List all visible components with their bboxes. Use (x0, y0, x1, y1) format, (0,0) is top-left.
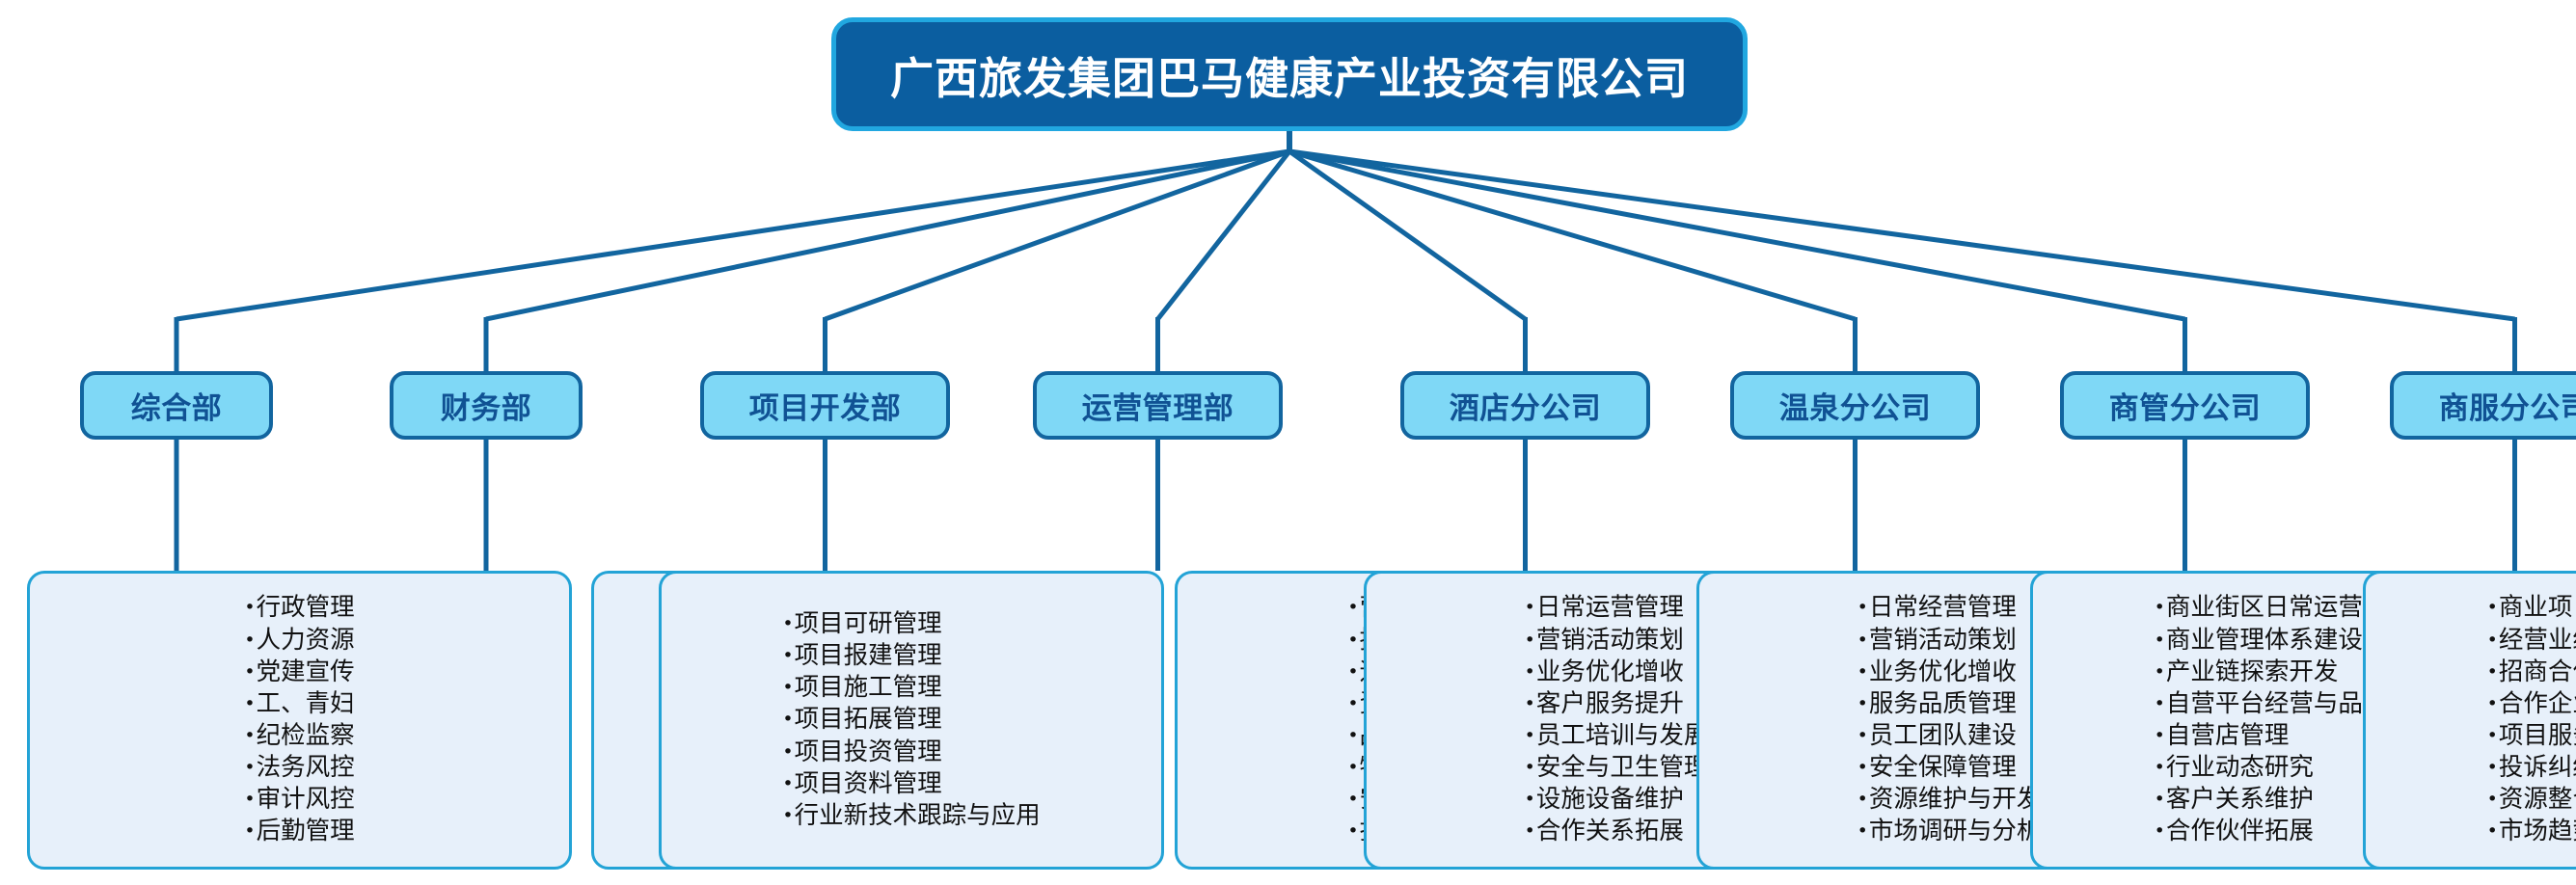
department-detail-box-3[interactable]: 项目可研管理项目报建管理项目施工管理项目拓展管理项目投资管理项目资料管理行业新技… (659, 571, 1164, 870)
responsibility-item: 项目报建管理 (782, 640, 1040, 672)
department-label: 运营管理部 (1081, 391, 1234, 426)
responsibility-item: 业务优化增收 (1525, 657, 1709, 688)
responsibility-item: 项目施工管理 (782, 672, 1040, 704)
responsibility-item: 安全与卫生管理 (1525, 752, 1709, 784)
department-label: 财务部 (440, 391, 532, 426)
department-label: 酒店分公司 (1449, 391, 1602, 426)
responsibility-item: 合作企业关系维护 (2487, 688, 2576, 720)
department-label: 商管分公司 (2108, 391, 2262, 426)
responsibility-item: 行政管理 (244, 592, 355, 624)
responsibility-item: 产业链探索开发 (2155, 657, 2437, 688)
responsibility-item: 招商合作企业评估 (2487, 657, 2576, 688)
department-node-1[interactable]: 综合部 (80, 371, 273, 440)
responsibility-item: 商业项目经营与归口管理 (2487, 592, 2576, 624)
responsibility-item: 市场调研与分析 (1857, 816, 2042, 847)
responsibility-item: 客户服务提升 (1525, 688, 1709, 720)
responsibility-item: 行业动态研究 (2155, 752, 2437, 784)
responsibility-item: 项目资料管理 (782, 768, 1040, 800)
department-node-8[interactable]: 商服分公司 (2390, 371, 2576, 440)
department-detail-box-8[interactable]: 商业项目经营与归口管理经营业绩监控与策略调整招商合作企业评估合作企业关系维护项目… (2363, 571, 2576, 870)
responsibility-list: 项目可研管理项目报建管理项目施工管理项目拓展管理项目投资管理项目资料管理行业新技… (782, 608, 1041, 832)
responsibility-list: 商业项目经营与归口管理经营业绩监控与策略调整招商合作企业评估合作企业关系维护项目… (2487, 592, 2576, 847)
department-label: 温泉分公司 (1778, 391, 1932, 426)
responsibility-list: 日常运营管理营销活动策划业务优化增收客户服务提升员工培训与发展安全与卫生管理设施… (1525, 592, 1709, 847)
responsibility-item: 投诉纠纷处理 (2487, 752, 2576, 784)
responsibility-item: 后勤管理 (244, 816, 355, 847)
responsibility-item: 员工培训与发展 (1525, 720, 1709, 752)
responsibility-item: 项目拓展管理 (782, 704, 1040, 736)
department-node-5[interactable]: 酒店分公司 (1400, 371, 1650, 440)
responsibility-item: 营销活动策划 (1857, 625, 2042, 657)
responsibility-list: 行政管理人力资源党建宣传工、青妇纪检监察法务风控审计风控后勤管理 (244, 592, 355, 847)
responsibility-item: 日常运营管理 (1525, 592, 1709, 624)
department-label: 项目开发部 (748, 391, 902, 426)
responsibility-item: 合作伙伴拓展 (2155, 816, 2437, 847)
department-node-2[interactable]: 财务部 (390, 371, 583, 440)
responsibility-item: 商业管理体系建设 (2155, 625, 2437, 657)
responsibility-item: 项目可研管理 (782, 608, 1040, 640)
department-node-6[interactable]: 温泉分公司 (1730, 371, 1980, 440)
responsibility-item: 安全保障管理 (1857, 752, 2042, 784)
responsibility-item: 员工团队建设 (1857, 720, 2042, 752)
responsibility-item: 自营店管理 (2155, 720, 2437, 752)
responsibility-item: 合作关系拓展 (1525, 816, 1709, 847)
responsibility-item: 客户关系维护 (2155, 784, 2437, 816)
responsibility-item: 工、青妇 (244, 688, 355, 720)
responsibility-item: 资源维护与开发 (1857, 784, 2042, 816)
responsibility-item: 纪检监察 (244, 720, 355, 752)
department-node-7[interactable]: 商管分公司 (2060, 371, 2310, 440)
responsibility-item: 资源整合调配 (2487, 784, 2576, 816)
department-label: 商服分公司 (2438, 391, 2576, 426)
responsibility-item: 行业新技术跟踪与应用 (782, 800, 1041, 832)
root-node-company[interactable]: 广西旅发集团巴马健康产业投资有限公司 (831, 17, 1748, 131)
responsibility-item: 营销活动策划 (1525, 625, 1709, 657)
responsibility-item: 项目投资管理 (782, 737, 1040, 768)
root-node-title: 广西旅发集团巴马健康产业投资有限公司 (889, 52, 1689, 104)
responsibility-list: 日常经营管理营销活动策划业务优化增收服务品质管理员工团队建设安全保障管理资源维护… (1857, 592, 2042, 847)
department-node-3[interactable]: 项目开发部 (700, 371, 950, 440)
responsibility-item: 法务风控 (244, 752, 355, 784)
responsibility-item: 日常经营管理 (1857, 592, 2042, 624)
department-detail-box-1[interactable]: 行政管理人力资源党建宣传工、青妇纪检监察法务风控审计风控后勤管理 (27, 571, 572, 870)
responsibility-list: 商业街区日常运营管理商业管理体系建设产业链探索开发自营平台经营与品牌打造自营店管… (2155, 592, 2437, 847)
department-label: 综合部 (130, 391, 223, 426)
responsibility-item: 经营业绩监控与策略调整 (2487, 625, 2576, 657)
responsibility-item: 审计风控 (244, 784, 355, 816)
responsibility-item: 党建宣传 (244, 657, 355, 688)
department-node-4[interactable]: 运营管理部 (1033, 371, 1283, 440)
responsibility-item: 市场趋势跟踪 (2487, 816, 2576, 847)
responsibility-item: 设施设备维护 (1525, 784, 1709, 816)
responsibility-item: 业务优化增收 (1857, 657, 2042, 688)
responsibility-item: 服务品质管理 (1857, 688, 2042, 720)
responsibility-item: 项目服务标准制定 (2487, 720, 2576, 752)
responsibility-item: 人力资源 (244, 625, 355, 657)
